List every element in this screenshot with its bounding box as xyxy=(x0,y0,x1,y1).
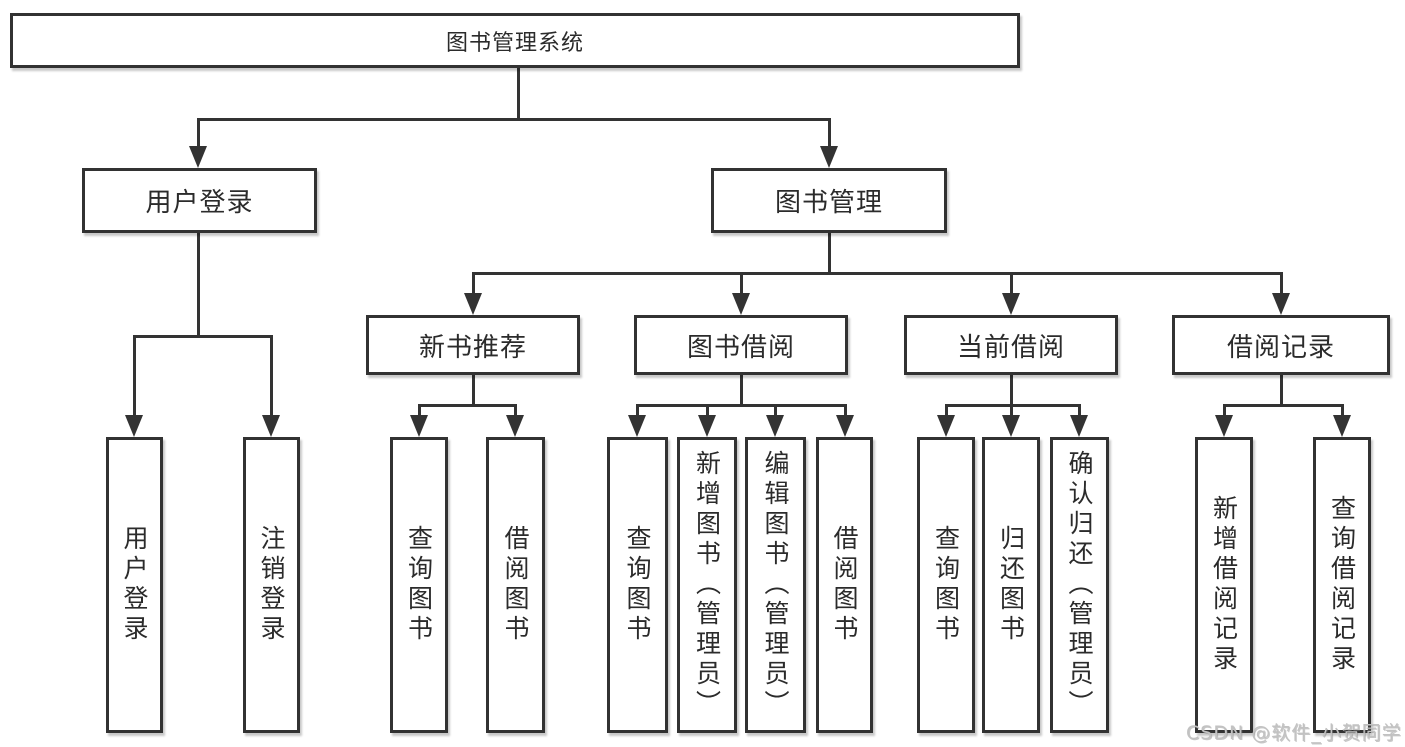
node-user-login-action-label: 用户登录 xyxy=(120,525,149,645)
connector-records-stem xyxy=(1280,375,1283,407)
connector-userlogin-stem xyxy=(197,233,200,338)
node-newbook-query-books-label: 查询图书 xyxy=(404,525,434,645)
connector-drop-book-management xyxy=(828,118,831,150)
arrowhead-borrow-records xyxy=(1272,293,1290,315)
arrowhead-bb-query xyxy=(628,415,646,437)
node-borrow-books-label: 借阅图书 xyxy=(830,525,859,645)
node-confirm-return-admin-label: 确认归还（管理员） xyxy=(1065,450,1094,720)
arrowhead-cb-query xyxy=(937,415,955,437)
connector-root-stem xyxy=(517,68,520,118)
connector-drop-new-books xyxy=(472,272,475,296)
connector-drop-bb-borrow xyxy=(844,404,847,418)
node-borrow-records-label: 借阅记录 xyxy=(1226,332,1335,363)
arrowhead-user-login xyxy=(189,146,207,168)
arrowhead-bb-borrow xyxy=(836,415,854,437)
node-current-query-books: 查询图书 xyxy=(917,437,975,733)
csdn-watermark: CSDN @软件_小贺同学 xyxy=(1186,722,1402,744)
node-add-books-admin: 新增图书（管理员） xyxy=(677,437,737,733)
arrowhead-cb-confirm xyxy=(1070,415,1088,437)
connector-drop-logout-leaf xyxy=(270,335,273,417)
connector-bookmgmt-stem xyxy=(828,233,831,275)
connector-userlogin-rail xyxy=(133,335,273,338)
connector-records-rail xyxy=(1223,404,1344,407)
connector-bookmgmt-rail xyxy=(472,272,1282,275)
connector-drop-rec-query xyxy=(1341,404,1344,418)
arrowhead-bb-add xyxy=(698,415,716,437)
arrowhead-bb-edit xyxy=(766,415,784,437)
node-confirm-return-admin: 确认归还（管理员） xyxy=(1050,437,1109,733)
node-user-login-label: 用户登录 xyxy=(145,188,254,218)
arrowhead-nb-query xyxy=(410,415,428,437)
connector-root-rail xyxy=(197,118,831,121)
node-borrow-records: 借阅记录 xyxy=(1172,315,1390,375)
connector-drop-login-leaf xyxy=(133,335,136,417)
arrowhead-cb-return xyxy=(1002,415,1020,437)
arrowhead-book-management xyxy=(820,146,838,168)
node-library-system-label: 图书管理系统 xyxy=(445,30,584,56)
node-new-book-recommend-label: 新书推荐 xyxy=(418,332,527,363)
node-newbook-query-books: 查询图书 xyxy=(390,437,448,733)
connector-drop-bb-add xyxy=(706,404,709,418)
node-current-query-books-label: 查询图书 xyxy=(931,525,961,645)
node-query-borrow-record: 查询借阅记录 xyxy=(1313,437,1371,733)
arrowhead-new-books xyxy=(464,293,482,315)
node-query-borrow-record-label: 查询借阅记录 xyxy=(1327,495,1357,675)
connector-bookborrow-stem xyxy=(740,375,743,407)
node-current-borrow-label: 当前借阅 xyxy=(956,332,1065,363)
connector-drop-current-borrow xyxy=(1010,272,1013,296)
arrowhead-nb-borrow xyxy=(506,415,524,437)
node-borrow-query-books: 查询图书 xyxy=(607,437,668,733)
node-newbook-borrow-books-label: 借阅图书 xyxy=(501,525,530,645)
node-logout-label: 注销登录 xyxy=(257,525,286,645)
node-new-book-recommend: 新书推荐 xyxy=(366,315,580,375)
connector-newbooks-rail xyxy=(418,404,516,407)
connector-drop-cb-return xyxy=(1010,404,1013,418)
node-return-books: 归还图书 xyxy=(982,437,1040,733)
arrowhead-login-leaf xyxy=(125,415,143,437)
node-borrow-books: 借阅图书 xyxy=(816,437,873,733)
connector-drop-cb-query xyxy=(945,404,948,418)
node-edit-books-admin: 编辑图书（管理员） xyxy=(745,437,806,733)
connector-drop-user-login xyxy=(197,118,200,150)
node-return-books-label: 归还图书 xyxy=(996,525,1026,645)
connector-drop-cb-confirm xyxy=(1078,404,1081,418)
node-book-management-label: 图书管理 xyxy=(774,188,883,218)
node-logout: 注销登录 xyxy=(243,437,300,733)
connector-drop-rec-add xyxy=(1223,404,1226,418)
arrowhead-rec-query xyxy=(1333,415,1351,437)
node-add-books-admin-label: 新增图书（管理员） xyxy=(692,450,722,720)
connector-currentborrow-stem xyxy=(1010,375,1013,407)
node-add-borrow-record-label: 新增借阅记录 xyxy=(1209,495,1239,675)
connector-drop-nb-borrow xyxy=(514,404,517,418)
node-edit-books-admin-label: 编辑图书（管理员） xyxy=(761,450,790,720)
connector-drop-book-borrow xyxy=(740,272,743,296)
node-user-login: 用户登录 xyxy=(82,168,317,233)
node-user-login-action: 用户登录 xyxy=(106,437,163,733)
node-book-borrow-label: 图书借阅 xyxy=(686,332,795,363)
connector-currentborrow-rail xyxy=(945,404,1081,407)
node-current-borrow: 当前借阅 xyxy=(904,315,1118,375)
arrowhead-logout-leaf xyxy=(262,415,280,437)
arrowhead-current-borrow xyxy=(1002,293,1020,315)
connector-drop-borrow-records xyxy=(1280,272,1283,296)
node-library-system: 图书管理系统 xyxy=(10,13,1020,68)
connector-bookborrow-rail xyxy=(636,404,846,407)
node-newbook-borrow-books: 借阅图书 xyxy=(486,437,545,733)
connector-drop-bb-edit xyxy=(774,404,777,418)
arrowhead-rec-add xyxy=(1215,415,1233,437)
connector-drop-bb-query xyxy=(636,404,639,418)
connector-newbooks-stem xyxy=(472,375,475,407)
connector-drop-nb-query xyxy=(418,404,421,418)
node-book-management: 图书管理 xyxy=(711,168,947,233)
node-borrow-query-books-label: 查询图书 xyxy=(623,525,652,645)
node-book-borrow: 图书借阅 xyxy=(634,315,848,375)
node-add-borrow-record: 新增借阅记录 xyxy=(1195,437,1253,733)
arrowhead-book-borrow xyxy=(732,293,750,315)
